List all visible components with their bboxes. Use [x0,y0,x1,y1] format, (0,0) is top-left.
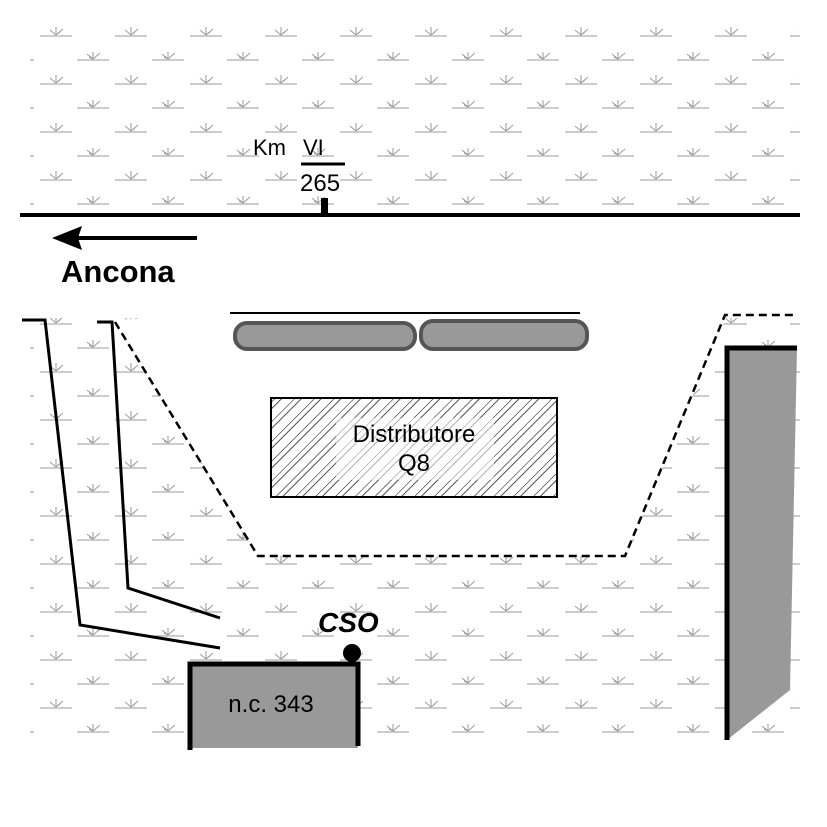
station-name-line2: Q8 [398,450,430,477]
building-east [727,348,797,740]
km-marker [321,198,328,215]
arrow-left-icon [52,226,197,250]
parcel-343 [190,664,358,748]
side-road-inner [97,320,221,620]
cso-point-marker [343,644,361,662]
cso-label: CSO [318,607,379,638]
station-boundary-dashed [113,313,797,558]
direction-label: Ancona [61,254,175,289]
parcel-label: n.c. 343 [228,691,313,718]
hedge-1 [233,321,417,351]
km-number: 265 [300,170,340,197]
km-roman: VI [303,135,324,160]
marsh-area-north [30,20,800,210]
hedge-2 [419,319,589,351]
station-name-line1: Distributore [353,421,476,448]
side-road-outer [22,318,221,650]
km-label: Km [253,135,286,160]
